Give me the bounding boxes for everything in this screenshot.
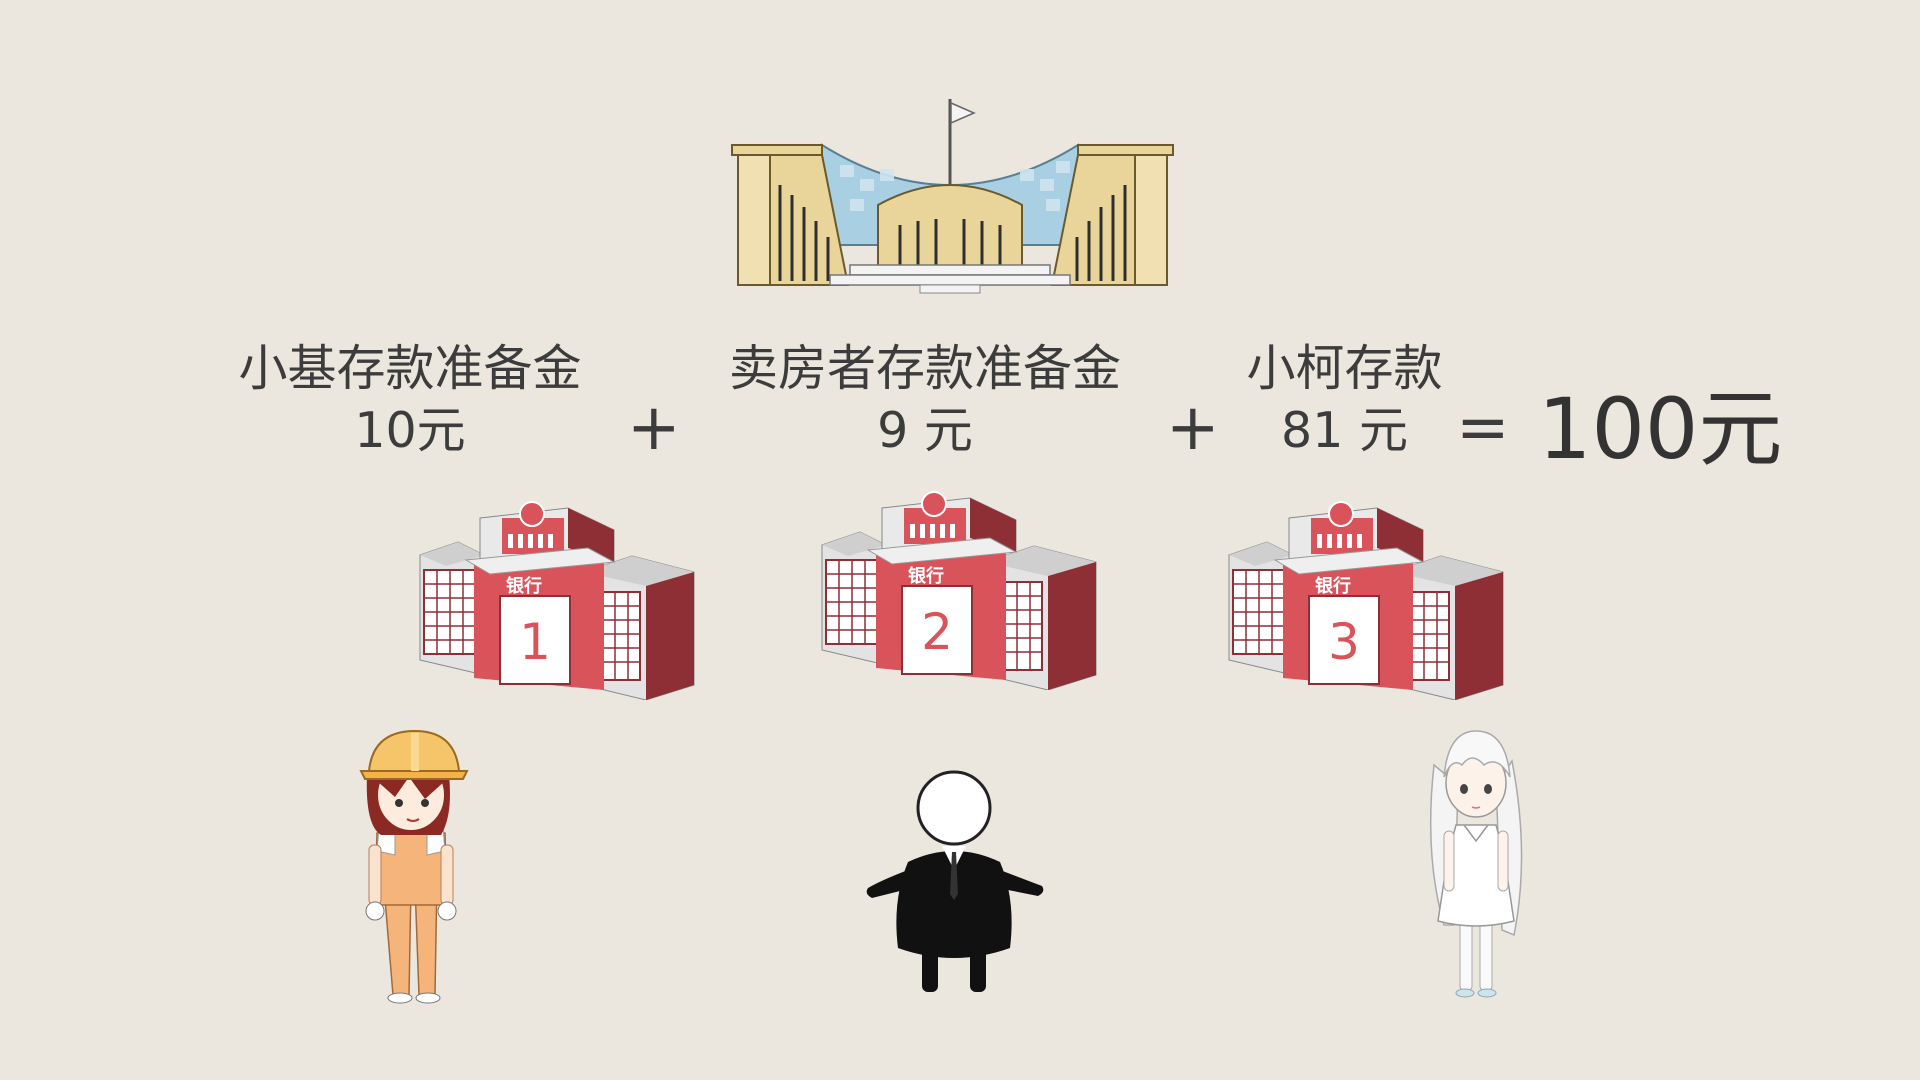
bank-building-2: 银行 2: [820, 490, 1098, 690]
term-2-label: 卖房者存款准备金: [728, 340, 1121, 397]
bank-sign: 银行: [506, 576, 542, 597]
worker-character-icon: [359, 729, 469, 1004]
term-3-label: 小柯存款: [1246, 340, 1443, 397]
plus-sign-1: +: [627, 391, 681, 465]
bank-building-icon: [419, 501, 695, 700]
term-2-amount: 9 元: [877, 402, 973, 459]
central-bank-building-icon: [731, 99, 1174, 294]
term-2-caption: 卖房者存款准备金 9 元: [710, 338, 1140, 462]
girl-character-icon: [1429, 730, 1523, 998]
plus-sign-2: +: [1166, 391, 1220, 465]
term-3-caption: 小柯存款 81 元: [1232, 338, 1457, 462]
total-amount: 100元: [1538, 380, 1783, 478]
term-1-caption: 小基存款准备金 10元: [230, 338, 590, 462]
businessman-character-icon: [866, 770, 1044, 992]
term-1-amount: 10元: [354, 402, 466, 459]
bank-sign: 银行: [908, 566, 944, 587]
term-3-amount: 81 元: [1281, 402, 1408, 459]
bank-building-icon: [1228, 501, 1504, 700]
bank-building-icon: [821, 491, 1097, 690]
bank-number: 3: [1328, 613, 1360, 671]
bank-building-1: 银行 1: [418, 500, 696, 700]
bank-sign: 银行: [1315, 576, 1351, 597]
bank-building-3: 银行 3: [1227, 500, 1505, 700]
equals-sign: =: [1456, 391, 1510, 465]
bank-number: 1: [519, 613, 551, 671]
bank-number: 2: [921, 603, 953, 661]
term-1-label: 小基存款准备金: [238, 340, 582, 397]
